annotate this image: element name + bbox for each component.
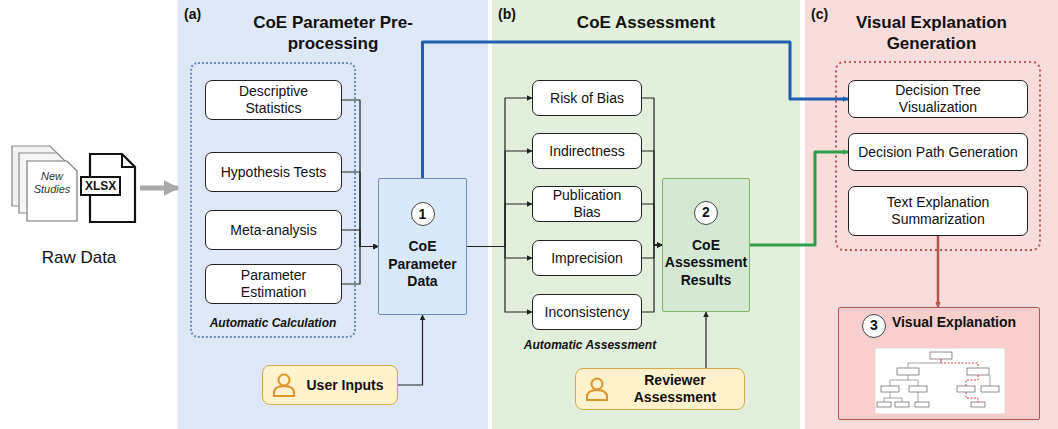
box-label: Parameter Estimation (212, 267, 335, 301)
callout-number: 3 (862, 314, 886, 338)
connector (467, 204, 532, 247)
process-box: Inconsistency (532, 294, 642, 330)
callout-number: 1 (411, 202, 435, 226)
connector (467, 247, 532, 313)
box-label: Indirectness (549, 143, 624, 160)
connector (937, 236, 940, 307)
stage-panel: (b) CoE AssessmentRisk of BiasIndirectnes… (492, 0, 800, 429)
process-box: Publication Bias (532, 186, 642, 222)
box-title: Visual Explanation (892, 314, 1016, 332)
connector (398, 315, 423, 385)
process-box: Imprecision (532, 240, 642, 276)
output-box: 3 Visual Explanation (838, 307, 1040, 420)
connector (467, 247, 532, 259)
box-label: Decision Tree Visualization (855, 82, 1021, 116)
connector (642, 98, 662, 245)
box-label: Risk of Bias (550, 90, 624, 107)
box-label: Meta-analysis (230, 222, 316, 239)
process-box: Decision Path Generation (848, 133, 1028, 171)
stage-panel: (a) CoE Parameter Pre-processingAutomatic… (178, 0, 488, 429)
panel-letter: (a) (184, 6, 201, 22)
document-label: New Studies (29, 170, 75, 195)
file-label: XLSX (80, 176, 121, 196)
data-box: 1CoE Parameter Data (378, 178, 467, 315)
person-icon (272, 372, 296, 398)
box-label: Hypothesis Tests (221, 164, 327, 181)
process-box: Parameter Estimation (205, 264, 342, 304)
text-label: Automatic Assessment (505, 338, 675, 352)
box-label: Decision Path Generation (858, 144, 1018, 161)
process-box: Meta-analysis (205, 210, 342, 250)
connector (750, 152, 848, 245)
callout-number: 2 (694, 201, 718, 225)
group-label: Automatic Calculation (192, 316, 354, 330)
box-title: CoE Parameter Data (383, 238, 462, 291)
panel-letter: (b) (498, 6, 516, 22)
text-label: Raw Data (14, 248, 144, 268)
connector (642, 204, 662, 245)
stage-panel: (c)Visual Explanation GenerationDecision… (805, 0, 1058, 429)
connector (342, 230, 378, 247)
box-label: Descriptive Statistics (212, 83, 335, 117)
box-title: CoE Assessment Results (665, 237, 747, 290)
box-label: Text Explanation Summarization (855, 194, 1021, 228)
connector (705, 312, 706, 368)
connector (642, 245, 662, 312)
person-icon (585, 376, 609, 402)
process-box: Decision Tree Visualization (848, 80, 1028, 118)
panel-title: CoE Assessment (546, 12, 746, 33)
document-node: New Studies (26, 160, 78, 222)
box-label: Publication Bias (539, 187, 635, 221)
tree-thumbnail (875, 348, 1005, 414)
connector (342, 247, 378, 285)
group-outline (836, 62, 1040, 250)
connector (467, 98, 532, 247)
connector (642, 151, 662, 245)
process-box: Text Explanation Summarization (848, 186, 1028, 236)
process-box: Descriptive Statistics (205, 80, 342, 120)
connector (140, 186, 178, 191)
file-icon: XLSX (84, 152, 138, 224)
box-label: Imprecision (551, 250, 623, 267)
panel-title: CoE Parameter Pre-processing (238, 12, 428, 55)
connector (423, 42, 849, 178)
connector (342, 100, 378, 247)
actor-box: User Inputs (262, 365, 398, 405)
process-box: Risk of Bias (532, 80, 642, 116)
data-box: 2CoE Assessment Results (662, 178, 750, 312)
panel-letter: (c) (811, 6, 828, 22)
group-box: Automatic Calculation Descriptive Statist… (190, 62, 356, 338)
actor-box: Reviewer Assessment (575, 368, 745, 410)
actor-label: User Inputs (306, 377, 383, 394)
process-box: Hypothesis Tests (205, 152, 342, 192)
panel-title: Visual Explanation Generation (827, 12, 1037, 55)
connector (642, 245, 662, 258)
actor-label: Reviewer Assessment (614, 372, 736, 406)
box-label: Inconsistency (545, 304, 630, 321)
process-box: Indirectness (532, 133, 642, 169)
connector (342, 172, 378, 247)
connector (467, 151, 532, 247)
